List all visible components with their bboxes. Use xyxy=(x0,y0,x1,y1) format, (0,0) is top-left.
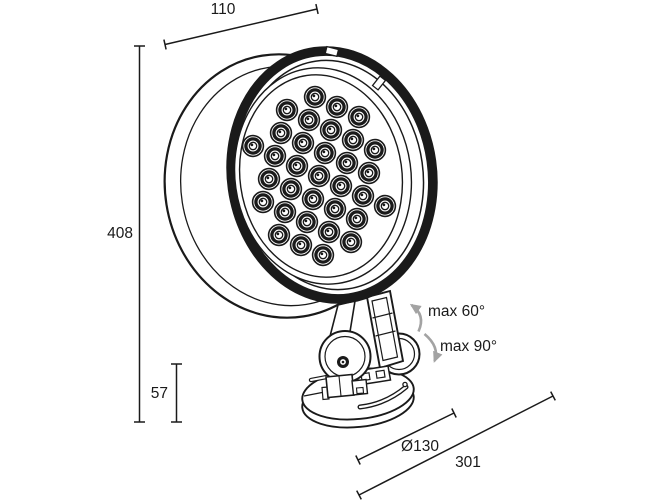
led xyxy=(313,141,337,165)
dim-label-top-width: 110 xyxy=(211,1,236,18)
led xyxy=(251,190,275,214)
led xyxy=(307,164,331,188)
foot-box-divider xyxy=(338,375,342,397)
label-max-tilt: max 60° xyxy=(428,303,485,320)
led xyxy=(269,121,293,145)
dim-tick xyxy=(356,490,362,500)
arm-outer-frame xyxy=(365,289,405,370)
led-panel-edge xyxy=(238,74,404,278)
led xyxy=(341,128,365,152)
led xyxy=(339,230,363,254)
led xyxy=(373,194,397,218)
led xyxy=(275,98,299,122)
dim-line xyxy=(357,412,455,461)
rim-clip-right xyxy=(371,75,387,91)
dim-tick xyxy=(315,3,319,15)
led-array xyxy=(241,85,397,267)
dim-label-overall-height: 408 xyxy=(107,225,133,242)
flange-nut-2 xyxy=(375,369,386,379)
dimension-301: 301 xyxy=(356,391,556,500)
base-seam-line xyxy=(303,391,323,397)
led xyxy=(257,167,281,191)
led xyxy=(297,108,321,132)
hinge-bolt-center xyxy=(341,360,345,364)
dim-tick xyxy=(355,455,361,465)
led xyxy=(279,177,303,201)
arm-rung-2 xyxy=(375,330,396,337)
dim-tick xyxy=(550,391,556,401)
dim-tick xyxy=(451,408,457,418)
dim-label-base-diameter: Ø130 xyxy=(401,438,439,455)
dimension-408: 408 xyxy=(107,45,145,423)
dim-label-overall-depth: 301 xyxy=(455,454,481,471)
led xyxy=(319,118,343,142)
arm-inner-frame xyxy=(371,296,399,362)
led xyxy=(285,154,309,178)
base-feet xyxy=(321,373,369,401)
dim-line xyxy=(164,8,318,46)
led xyxy=(325,95,349,119)
foot-bolt xyxy=(355,386,365,395)
arm-rung-1 xyxy=(372,312,393,319)
led xyxy=(303,85,327,109)
base-curved-slot-inner xyxy=(358,385,408,409)
dimension-base-diameter: Ø130 xyxy=(355,408,457,465)
led xyxy=(317,220,341,244)
rotation-annotations: max 60° max 90° xyxy=(409,303,497,363)
label-max-pan: max 90° xyxy=(440,338,497,355)
hinge-disc-front xyxy=(318,330,372,383)
lamp-head xyxy=(163,45,438,319)
led xyxy=(363,138,387,162)
led xyxy=(347,105,371,129)
dim-line xyxy=(358,395,554,496)
led xyxy=(311,243,335,267)
dimension-57: 57 xyxy=(151,363,182,423)
led xyxy=(357,161,381,185)
base-screw xyxy=(402,381,408,388)
led xyxy=(267,223,291,247)
dim-label-base-height: 57 xyxy=(151,385,168,402)
led xyxy=(351,184,375,208)
pan-arrow-down xyxy=(423,333,443,363)
led xyxy=(273,200,297,224)
led xyxy=(289,233,313,257)
led xyxy=(263,144,287,168)
led xyxy=(301,187,325,211)
tilt-arrow-up xyxy=(409,303,423,333)
led xyxy=(329,174,353,198)
led xyxy=(345,207,369,231)
dim-tick xyxy=(163,39,167,50)
led xyxy=(323,197,347,221)
led xyxy=(335,151,359,175)
rim-clip-top xyxy=(324,45,340,58)
led xyxy=(241,134,265,158)
rim-band xyxy=(227,47,437,303)
led xyxy=(295,210,319,234)
dimension-110: 110 xyxy=(163,1,319,50)
led xyxy=(291,131,315,155)
